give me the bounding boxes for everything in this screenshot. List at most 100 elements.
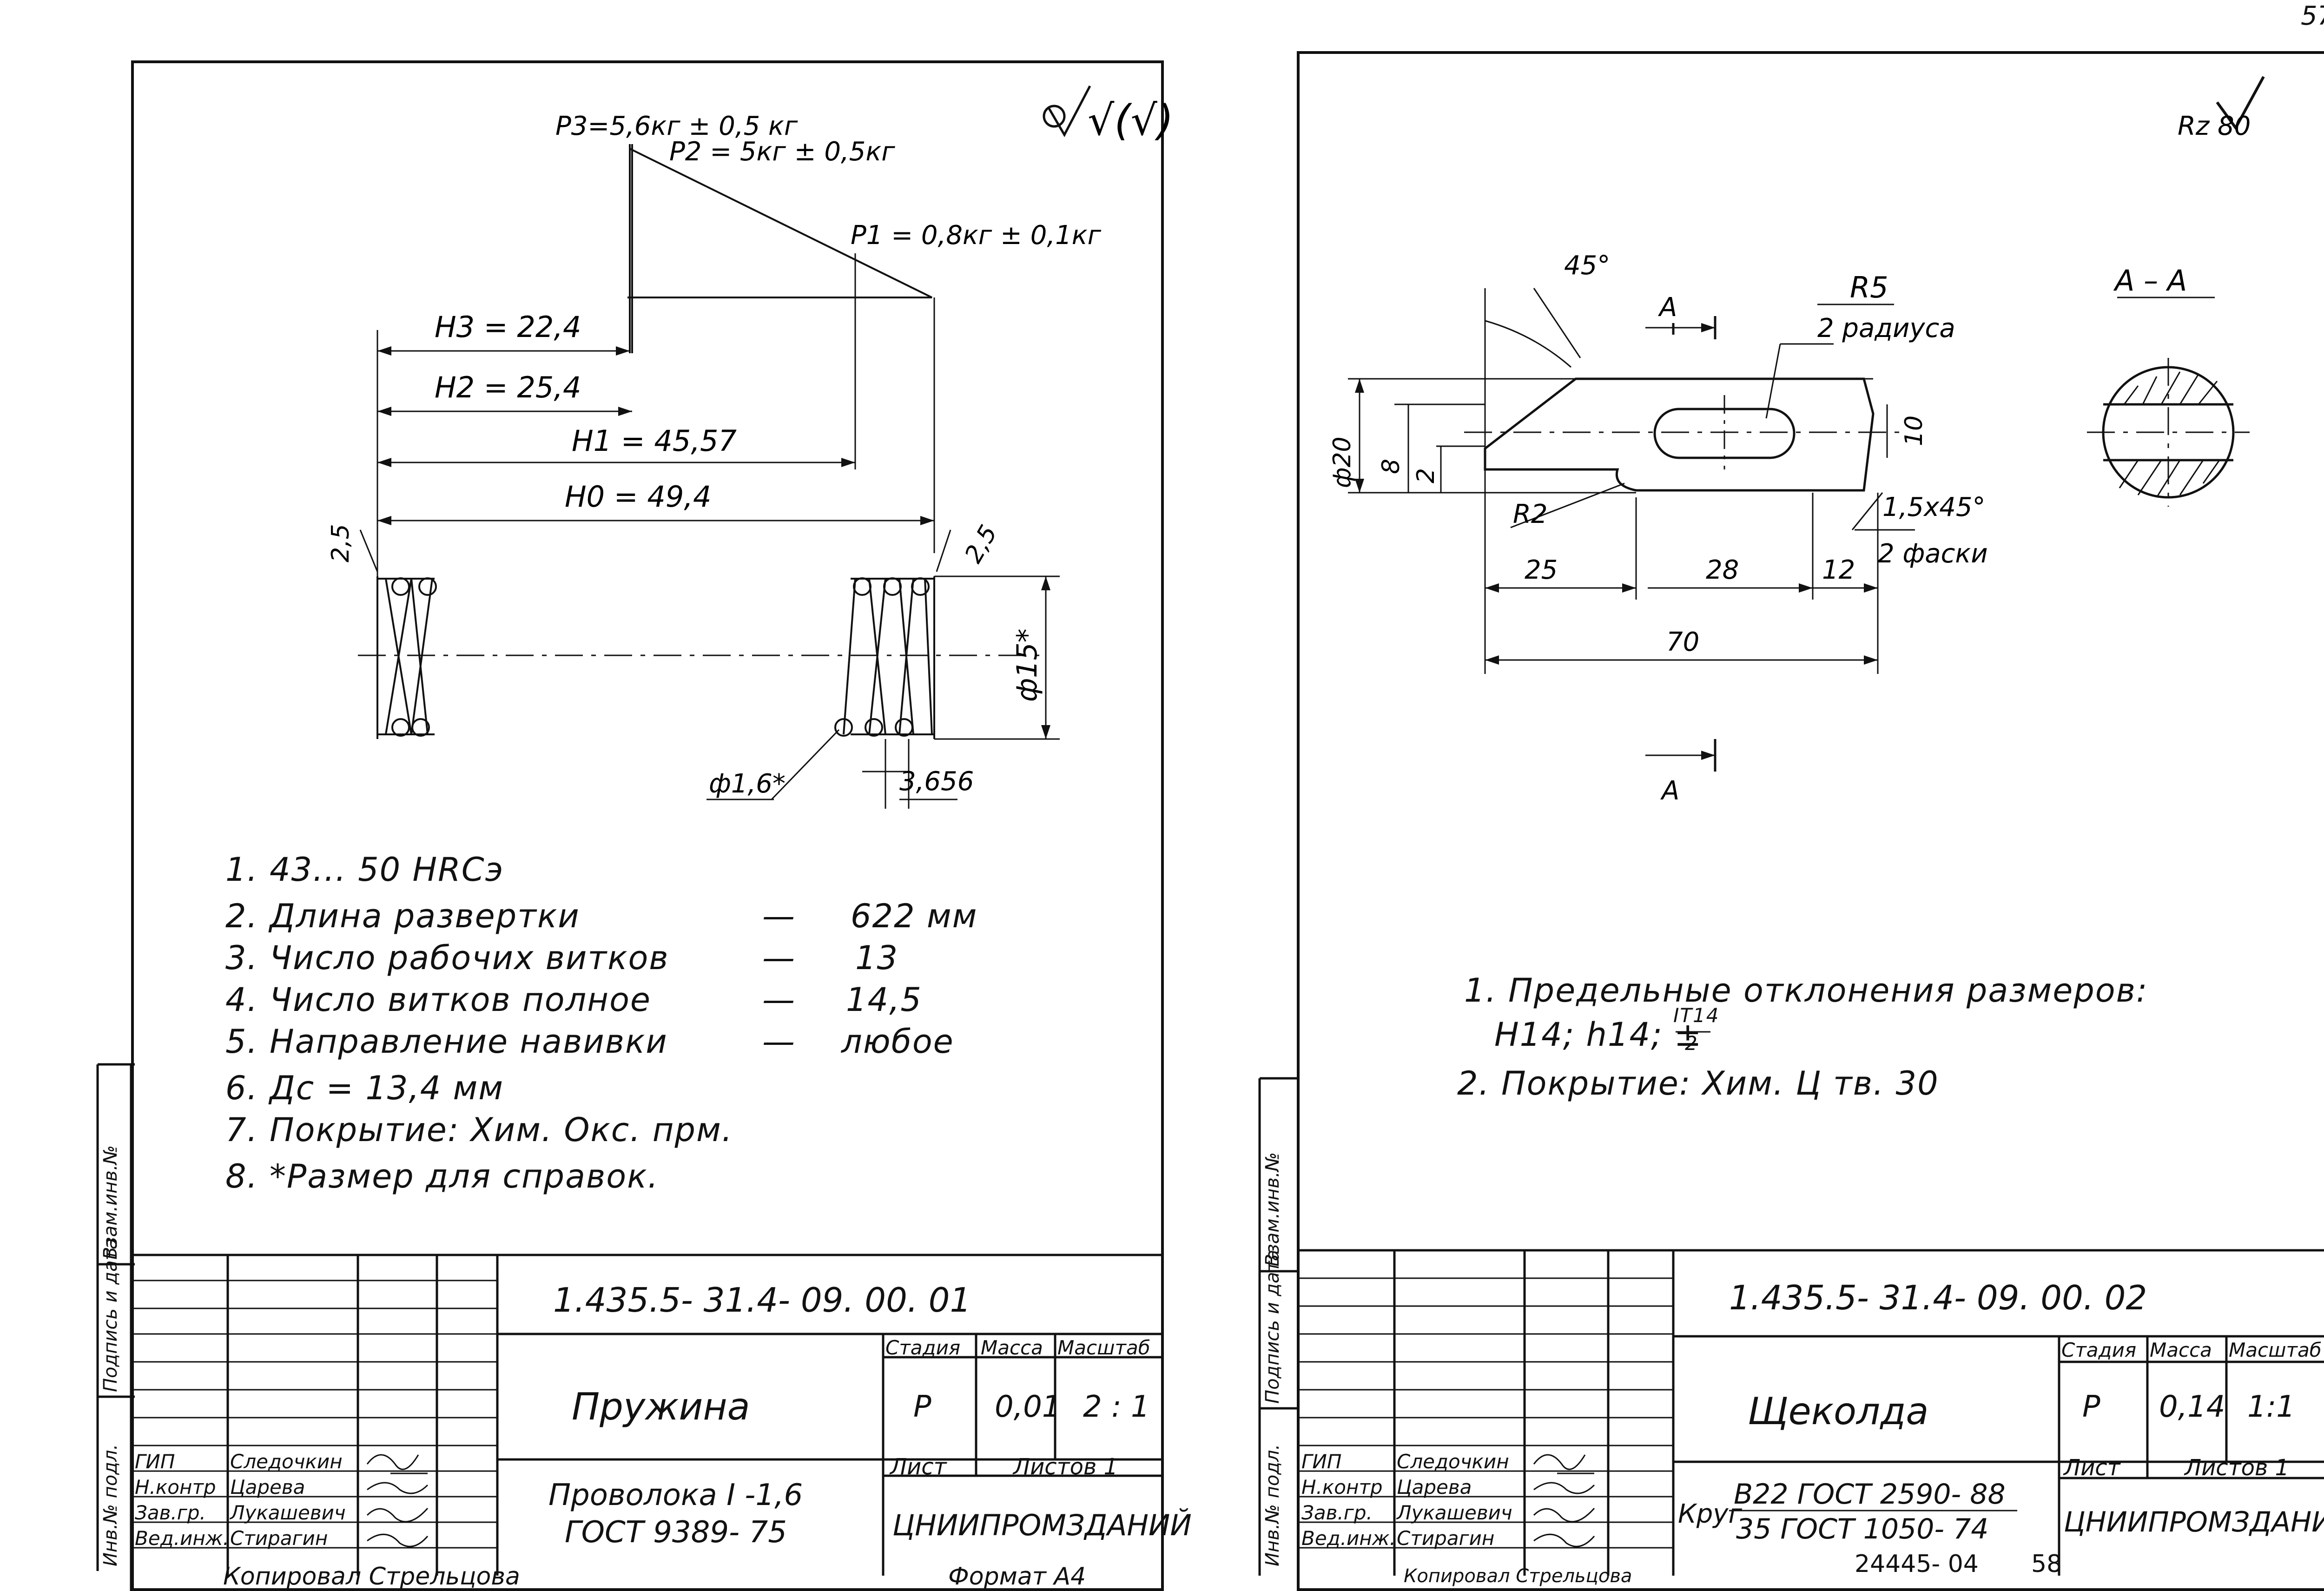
wire-diameter-label: ф1,6*	[709, 769, 786, 799]
note-line: 5. Направление навивки	[225, 1023, 668, 1061]
note-line: 7. Покрытие: Хим. Окс. прм.	[225, 1111, 733, 1149]
angle-label: 45°	[1564, 251, 1610, 281]
role-nkontr-right: Н.контр	[1301, 1476, 1383, 1499]
material-line1-right: В22 ГОСТ 2590- 88	[1734, 1478, 2006, 1511]
roughness-label: √(√)	[1088, 96, 1174, 145]
col-mass-left: Масса	[981, 1336, 1043, 1359]
format-left: Формат А4	[948, 1563, 1086, 1591]
l28-label: 28	[1706, 555, 1739, 585]
note-line: 1. 43... 50 HRCэ	[225, 851, 504, 889]
mass-value-left: 0,01	[995, 1390, 1061, 1424]
d8-label: 8	[1377, 459, 1405, 474]
l25-label: 25	[1525, 555, 1558, 585]
h0-label: H0 = 49,4	[565, 480, 711, 514]
angle-left-label: 2,5	[327, 524, 355, 562]
p3-label: P3=5,6кг ± 0,5 кг	[555, 111, 798, 141]
part-name-right: Щеколда	[1748, 1390, 1929, 1433]
designation-right: 1.435.5- 31.4- 09. 00. 02	[1729, 1278, 2147, 1317]
note-line: 8. *Размер для справок.	[225, 1157, 659, 1195]
copied-by-left: Копировал Стрельцова	[223, 1563, 520, 1591]
h2-label: H2 = 25,4	[435, 370, 581, 404]
drawing-sheet-latch	[1297, 51, 2324, 1591]
l70-label: 70	[1666, 627, 1699, 657]
name-4-left: Стирагин	[230, 1527, 328, 1550]
col-mass-right: Масса	[2150, 1339, 2212, 1361]
copied-by-right: Копировал Стрельцова	[1404, 1565, 1632, 1587]
doc-number-right: 24445- 04	[1855, 1550, 1979, 1578]
coil-left	[385, 578, 433, 735]
col-scale-left: Масштаб	[1057, 1336, 1150, 1359]
note-line: 4. Число витков полное	[225, 981, 651, 1019]
sheet-label-right: Лист	[2064, 1455, 2120, 1481]
p1-label: P1 = 0,8кг ± 0,1кг	[851, 220, 1102, 251]
page-ref-right: 58	[2031, 1550, 2062, 1578]
note-dash: —	[762, 981, 796, 1019]
sidebar-inv-right: Инв.№ подл.	[1262, 1444, 1283, 1566]
d2-label: 2	[1412, 468, 1440, 483]
name-4-right: Стирагин	[1397, 1527, 1495, 1550]
material-line2-left: ГОСТ 9389- 75	[565, 1515, 787, 1550]
stage-value-right: Р	[2082, 1390, 2100, 1424]
note-value: 14,5	[846, 981, 922, 1019]
name-3-right: Лукашевич	[1397, 1501, 1512, 1524]
material-line1-left: Проволока I -1,6	[548, 1478, 803, 1512]
diameter-label: ф15*	[1011, 628, 1043, 702]
role-gip-left: ГИП	[135, 1450, 175, 1473]
chamfer-label: 1,5х45°	[1882, 492, 1985, 522]
col-scale-right: Масштаб	[2229, 1339, 2322, 1361]
h3-label: H3 = 22,4	[435, 310, 581, 344]
roughness-mark-right	[2216, 76, 2265, 131]
sheet-label-left: Лист	[890, 1454, 947, 1480]
col-stage-left: Стадия	[885, 1336, 961, 1359]
section-title-label: А – А	[2113, 264, 2187, 297]
note-value: 622 мм	[851, 897, 978, 935]
designation-left: 1.435.5- 31.4- 09. 00. 01	[553, 1281, 971, 1320]
note-value: 13	[855, 939, 899, 977]
roughness-label-right: Rz 80	[2178, 111, 2251, 141]
d10-label: 10	[1900, 416, 1928, 446]
sidebar-sign-right: Подпись и дата	[1262, 1249, 1283, 1404]
material-line2-right: 35 ГОСТ 1050- 74	[1736, 1513, 1989, 1545]
role-gip-right: ГИП	[1301, 1450, 1342, 1473]
load-diagram-outline	[627, 144, 932, 353]
note-dash: —	[762, 939, 796, 977]
note-tolerance: 1. Предельные отклонения размеров:	[1464, 971, 2148, 1010]
role-vedinzh-left: Вед.инж.	[135, 1527, 229, 1550]
sidebar-replace-right: Взам.инв.№	[1262, 1152, 1283, 1267]
r2-label: R2	[1513, 499, 1548, 529]
scale-value-right: 1:1	[2247, 1390, 2295, 1424]
note-tolerance-values: H14; h14; ±	[1494, 1016, 1703, 1054]
note-fraction-numerator: IT14	[1673, 1004, 1720, 1027]
section-a-bottom-label: А	[1660, 776, 1679, 806]
organization-left: ЦНИИПРОМЗДАНИЙ	[892, 1508, 1192, 1542]
role-zavgr-left: Зав.гр.	[135, 1501, 206, 1524]
sheets-label-right: Листов 1	[2185, 1455, 2290, 1481]
scale-value-left: 2 : 1	[1083, 1390, 1150, 1424]
name-1-left: Следочкин	[230, 1450, 343, 1473]
note-value: любое	[841, 1023, 954, 1061]
h1-label: H1 = 45,57	[572, 424, 737, 458]
name-1-right: Следочкин	[1397, 1450, 1509, 1473]
coil-right	[843, 578, 933, 735]
name-2-right: Царева	[1397, 1476, 1472, 1499]
note-fraction-denominator: 2	[1685, 1032, 1698, 1055]
name-2-left: Царева	[230, 1476, 305, 1499]
material-prefix-right: Круг	[1678, 1499, 1742, 1529]
role-nkontr-left: Н.контр	[135, 1476, 216, 1499]
chamfer-note-label: 2 фаски	[1878, 539, 1988, 569]
note-line: 6. Дс = 13,4 мм	[225, 1069, 504, 1107]
col-stage-right: Стадия	[2061, 1339, 2137, 1361]
role-vedinzh-right: Вед.инж.	[1301, 1527, 1396, 1550]
name-3-left: Лукашевич	[230, 1501, 346, 1524]
note-coating: 2. Покрытие: Хим. Ц тв. 30	[1457, 1064, 1939, 1102]
r5-note-label: 2 радиуса	[1817, 313, 1955, 343]
mass-value-right: 0,14	[2159, 1390, 2225, 1424]
roughness-mark	[1047, 85, 1091, 138]
page-number: 57	[2301, 1, 2324, 31]
